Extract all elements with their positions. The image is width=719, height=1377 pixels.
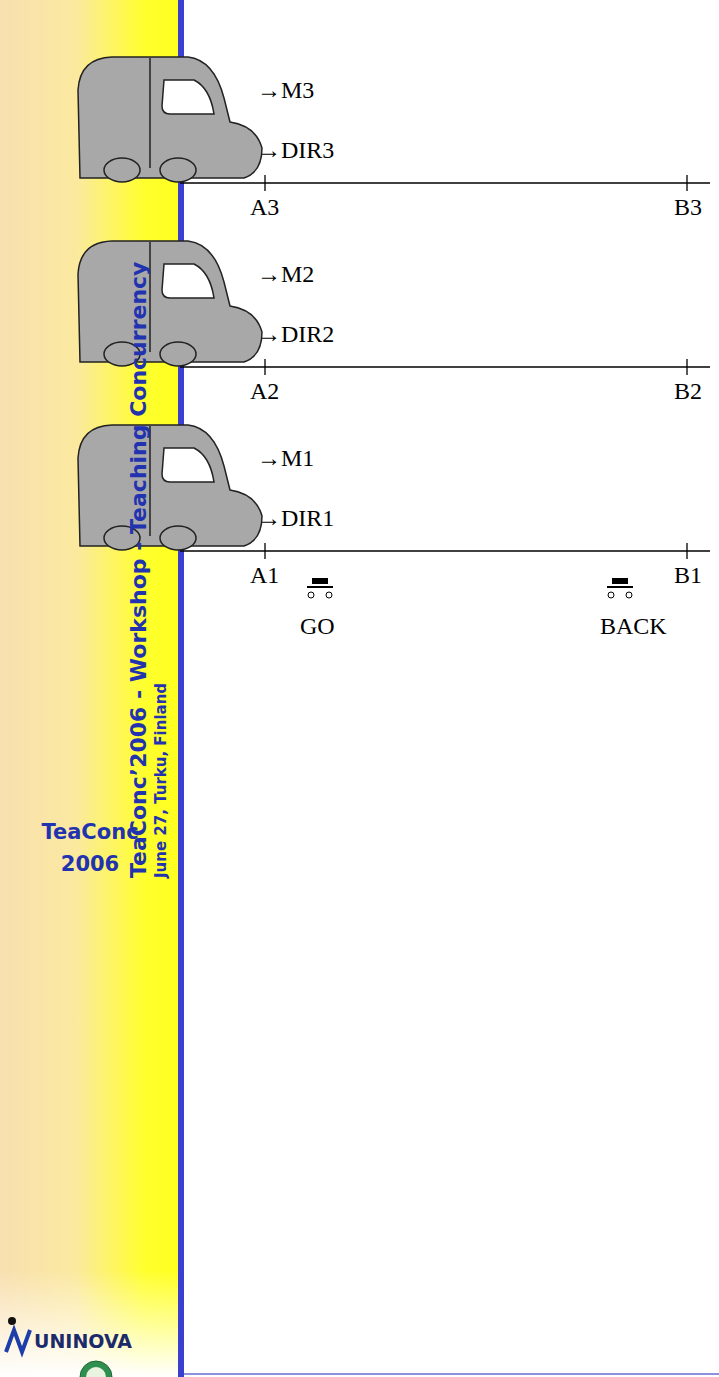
logo-seal-inner — [86, 1367, 106, 1377]
position-label: A1 — [250, 561, 279, 590]
signal-name: →DIR1 — [257, 504, 334, 533]
track-tick — [686, 543, 687, 559]
car — [78, 57, 262, 182]
sidebar — [0, 0, 180, 1377]
car-window — [162, 448, 214, 482]
button-label: GO — [300, 612, 335, 641]
car-window — [162, 264, 214, 298]
track-tick — [264, 359, 265, 375]
push-button-symbol — [307, 578, 333, 598]
track-line — [180, 550, 710, 551]
sidebar-title: TeaConc’2006 - Workshop - Teaching Concu… — [126, 262, 152, 878]
position-label: A2 — [250, 377, 279, 406]
signal-name: →M3 — [257, 76, 314, 105]
signal-name: →DIR3 — [257, 136, 334, 165]
track-tick — [686, 175, 687, 191]
logo-dot — [8, 1317, 16, 1325]
cars — [78, 57, 262, 550]
car — [78, 241, 262, 366]
track-line — [180, 182, 710, 183]
car-wheel — [160, 526, 196, 550]
sidebar-rule — [178, 0, 184, 1377]
car-wheel — [160, 158, 196, 182]
bottom-rule — [184, 1373, 719, 1375]
buttons — [307, 578, 633, 598]
position-label: A3 — [250, 193, 279, 222]
logo-seal — [80, 1361, 112, 1377]
car — [78, 425, 262, 550]
signal-name: →M2 — [257, 260, 314, 289]
signal-name: →DIR2 — [257, 320, 334, 349]
button-label: BACK — [600, 612, 667, 641]
sidebar-event: TeaConc 2006 — [28, 816, 152, 880]
button-contact — [626, 592, 632, 598]
position-label: B3 — [674, 193, 702, 222]
sidebar-date: June 27, Turku, Finland — [152, 683, 170, 878]
track-tick — [686, 359, 687, 375]
car-window — [162, 80, 214, 114]
sidebar-fade — [0, 1270, 180, 1377]
button-cap — [612, 578, 628, 584]
car-wheel — [104, 158, 140, 182]
logo-mark — [6, 1330, 30, 1352]
signal-name: →M1 — [257, 444, 314, 473]
button-cap — [312, 578, 328, 584]
track-line — [180, 366, 710, 367]
button-contact — [326, 592, 332, 598]
position-label: B2 — [674, 377, 702, 406]
button-contact — [608, 592, 614, 598]
track-tick — [264, 175, 265, 191]
track-tick — [264, 543, 265, 559]
button-contact — [308, 592, 314, 598]
push-button-symbol — [607, 578, 633, 598]
car-wheel — [160, 342, 196, 366]
button-bar — [307, 586, 333, 588]
logo-text: UNINOVA — [34, 1330, 132, 1353]
button-bar — [607, 586, 633, 588]
car-door — [149, 58, 151, 168]
position-label: B1 — [674, 561, 702, 590]
tracks — [180, 175, 710, 559]
